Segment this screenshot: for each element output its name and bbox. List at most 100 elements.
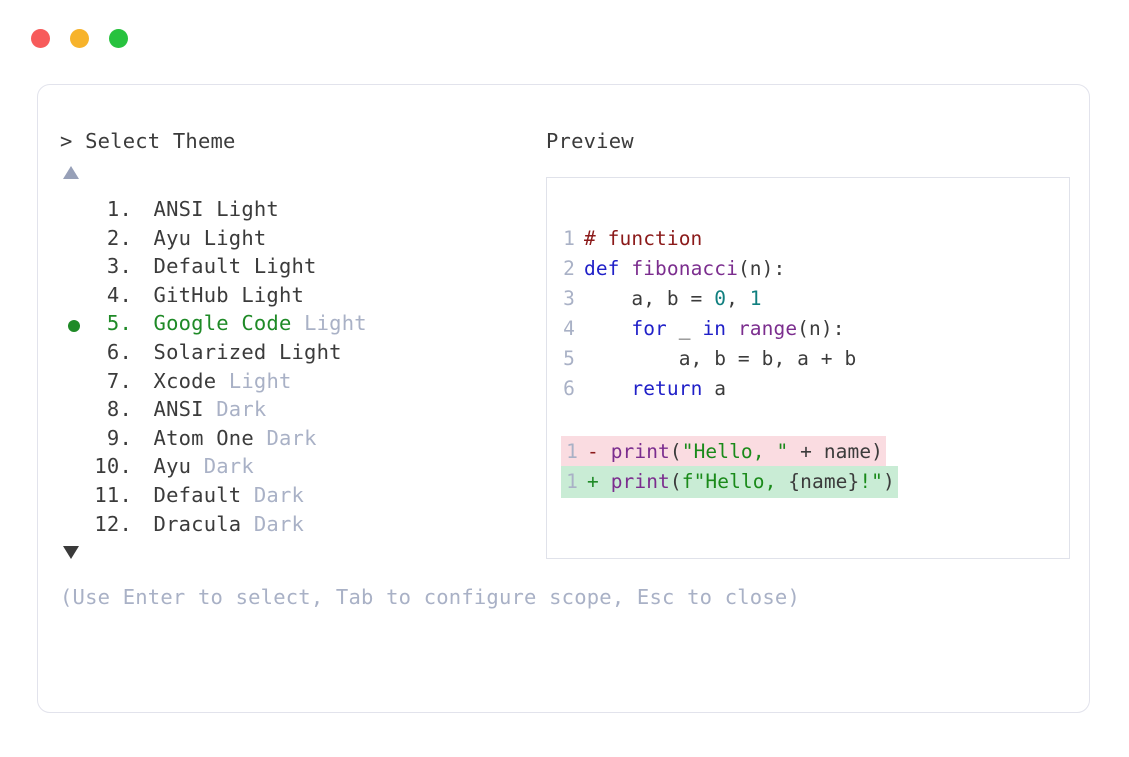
theme-item-separator — [132, 311, 154, 335]
theme-list-item[interactable]: 10. Ayu Dark — [60, 454, 542, 483]
diff-line-add: 1+ print(f"Hello, {name}!") — [561, 466, 1069, 498]
theme-item-variant: Light — [228, 368, 292, 393]
theme-item-index: 6. — [106, 339, 132, 364]
theme-item-variant: Light — [304, 311, 367, 336]
theme-item-index: 5. — [106, 311, 132, 336]
selected-bullet-cell — [60, 454, 90, 483]
theme-item-separator — [132, 426, 154, 450]
code-token: # function — [584, 227, 703, 250]
code-line: 5 a, b = b, a + b — [561, 344, 1069, 374]
code-token: _ — [666, 317, 703, 340]
selected-bullet-cell — [60, 426, 90, 455]
selected-bullet-cell — [60, 340, 90, 369]
code-token: range — [737, 317, 798, 340]
code-token: ( — [669, 440, 682, 463]
maximize-window-button[interactable] — [109, 29, 128, 48]
theme-list-item[interactable]: 5. Google Code Light — [60, 311, 542, 340]
code-token: ) — [883, 470, 895, 493]
code-token: (n): — [737, 257, 786, 280]
theme-item-name: ANSI — [153, 197, 217, 221]
code-token: !" — [859, 470, 884, 493]
theme-item-separator — [132, 369, 154, 393]
line-number: 1 — [566, 440, 578, 463]
code-token: + name) — [788, 440, 884, 463]
theme-item-index: 12. — [94, 511, 132, 536]
theme-item-index: 9. — [106, 425, 132, 450]
code-token — [584, 377, 631, 400]
code-spacer — [561, 404, 1069, 436]
code-line: 4 for _ in range(n): — [561, 314, 1069, 344]
theme-item-index: 2. — [106, 225, 132, 250]
code-token: for — [631, 317, 667, 340]
theme-list-item[interactable]: 8. ANSI Dark — [60, 397, 542, 426]
theme-item-separator — [132, 197, 154, 221]
theme-item-name: Ayu — [153, 225, 204, 250]
theme-item-name: Xcode — [153, 368, 229, 393]
code-line: 1# function — [561, 224, 1069, 254]
theme-item-name: Default — [153, 482, 254, 507]
code-token: print — [610, 470, 670, 493]
code-line: 3 a, b = 0, 1 — [561, 284, 1069, 314]
theme-item-variant: Dark — [253, 511, 305, 536]
theme-item-name: Default — [153, 254, 254, 279]
diff-line-body: 1- print("Hello, " + name) — [561, 436, 887, 468]
theme-item-variant: Dark — [253, 482, 305, 507]
theme-item-index: 3. — [106, 254, 132, 279]
theme-item-name: Ayu — [153, 454, 204, 479]
diff-line-del: 1- print("Hello, " + name) — [561, 436, 1069, 468]
code-token: {name} — [788, 470, 860, 493]
theme-item-index: 11. — [94, 482, 132, 507]
scroll-down-arrow-icon[interactable] — [63, 546, 79, 560]
diff-marker: + — [587, 470, 611, 493]
selected-bullet-cell — [60, 397, 90, 426]
theme-item-separator — [132, 397, 154, 421]
line-number: 3 — [563, 287, 575, 310]
theme-list-item[interactable]: 12. Dracula Dark — [60, 512, 542, 541]
select-theme-prompt: > Select Theme — [60, 129, 236, 153]
theme-list-item[interactable]: 4. GitHub Light — [60, 283, 542, 312]
theme-item-variant: Light — [253, 254, 317, 279]
theme-item-variant: Light — [216, 197, 279, 221]
theme-list-item[interactable]: 3. Default Light — [60, 254, 542, 283]
scroll-up-arrow-icon[interactable] — [63, 166, 79, 179]
diff-block: 1- print("Hello, " + name)1+ print(f"Hel… — [561, 436, 1069, 498]
code-token: a — [702, 377, 727, 400]
theme-list-item[interactable]: 9. Atom One Dark — [60, 426, 542, 455]
close-window-button[interactable] — [31, 29, 50, 48]
line-number: 2 — [563, 257, 575, 280]
code-token: in — [702, 317, 727, 340]
theme-list-item[interactable]: 6. Solarized Light — [60, 340, 542, 369]
code-token: ( — [669, 470, 682, 493]
code-token: "Hello, " — [681, 440, 789, 463]
diff-line-body: 1+ print(f"Hello, {name}!") — [561, 466, 898, 498]
theme-item-variant: Dark — [216, 397, 267, 422]
theme-item-separator — [132, 254, 154, 278]
theme-item-name: Dracula — [153, 511, 254, 536]
code-token: return — [631, 377, 703, 400]
selected-bullet-cell — [60, 197, 90, 226]
code-token: (n): — [797, 317, 845, 340]
theme-list-item[interactable]: 1. ANSI Light — [60, 197, 542, 226]
theme-list-item[interactable]: 2. Ayu Light — [60, 226, 542, 255]
line-number: 6 — [563, 377, 575, 400]
theme-item-separator — [132, 340, 154, 364]
theme-item-name: Solarized — [153, 339, 279, 364]
code-token: fibonacci — [631, 257, 738, 280]
theme-list-item[interactable]: 7. Xcode Light — [60, 369, 542, 398]
theme-item-index: 8. — [106, 397, 132, 422]
theme-item-name: ANSI — [153, 397, 217, 422]
code-token — [726, 317, 738, 340]
theme-item-index: 7. — [106, 368, 132, 393]
code-token: f"Hello, — [681, 470, 789, 493]
minimize-window-button[interactable] — [70, 29, 89, 48]
selected-bullet-cell — [60, 311, 90, 340]
theme-item-index: 1. — [106, 197, 132, 221]
theme-list-item[interactable]: 11. Default Dark — [60, 483, 542, 512]
line-number: 4 — [563, 317, 575, 340]
selected-bullet-cell — [60, 254, 90, 283]
theme-item-variant: Dark — [266, 425, 317, 450]
